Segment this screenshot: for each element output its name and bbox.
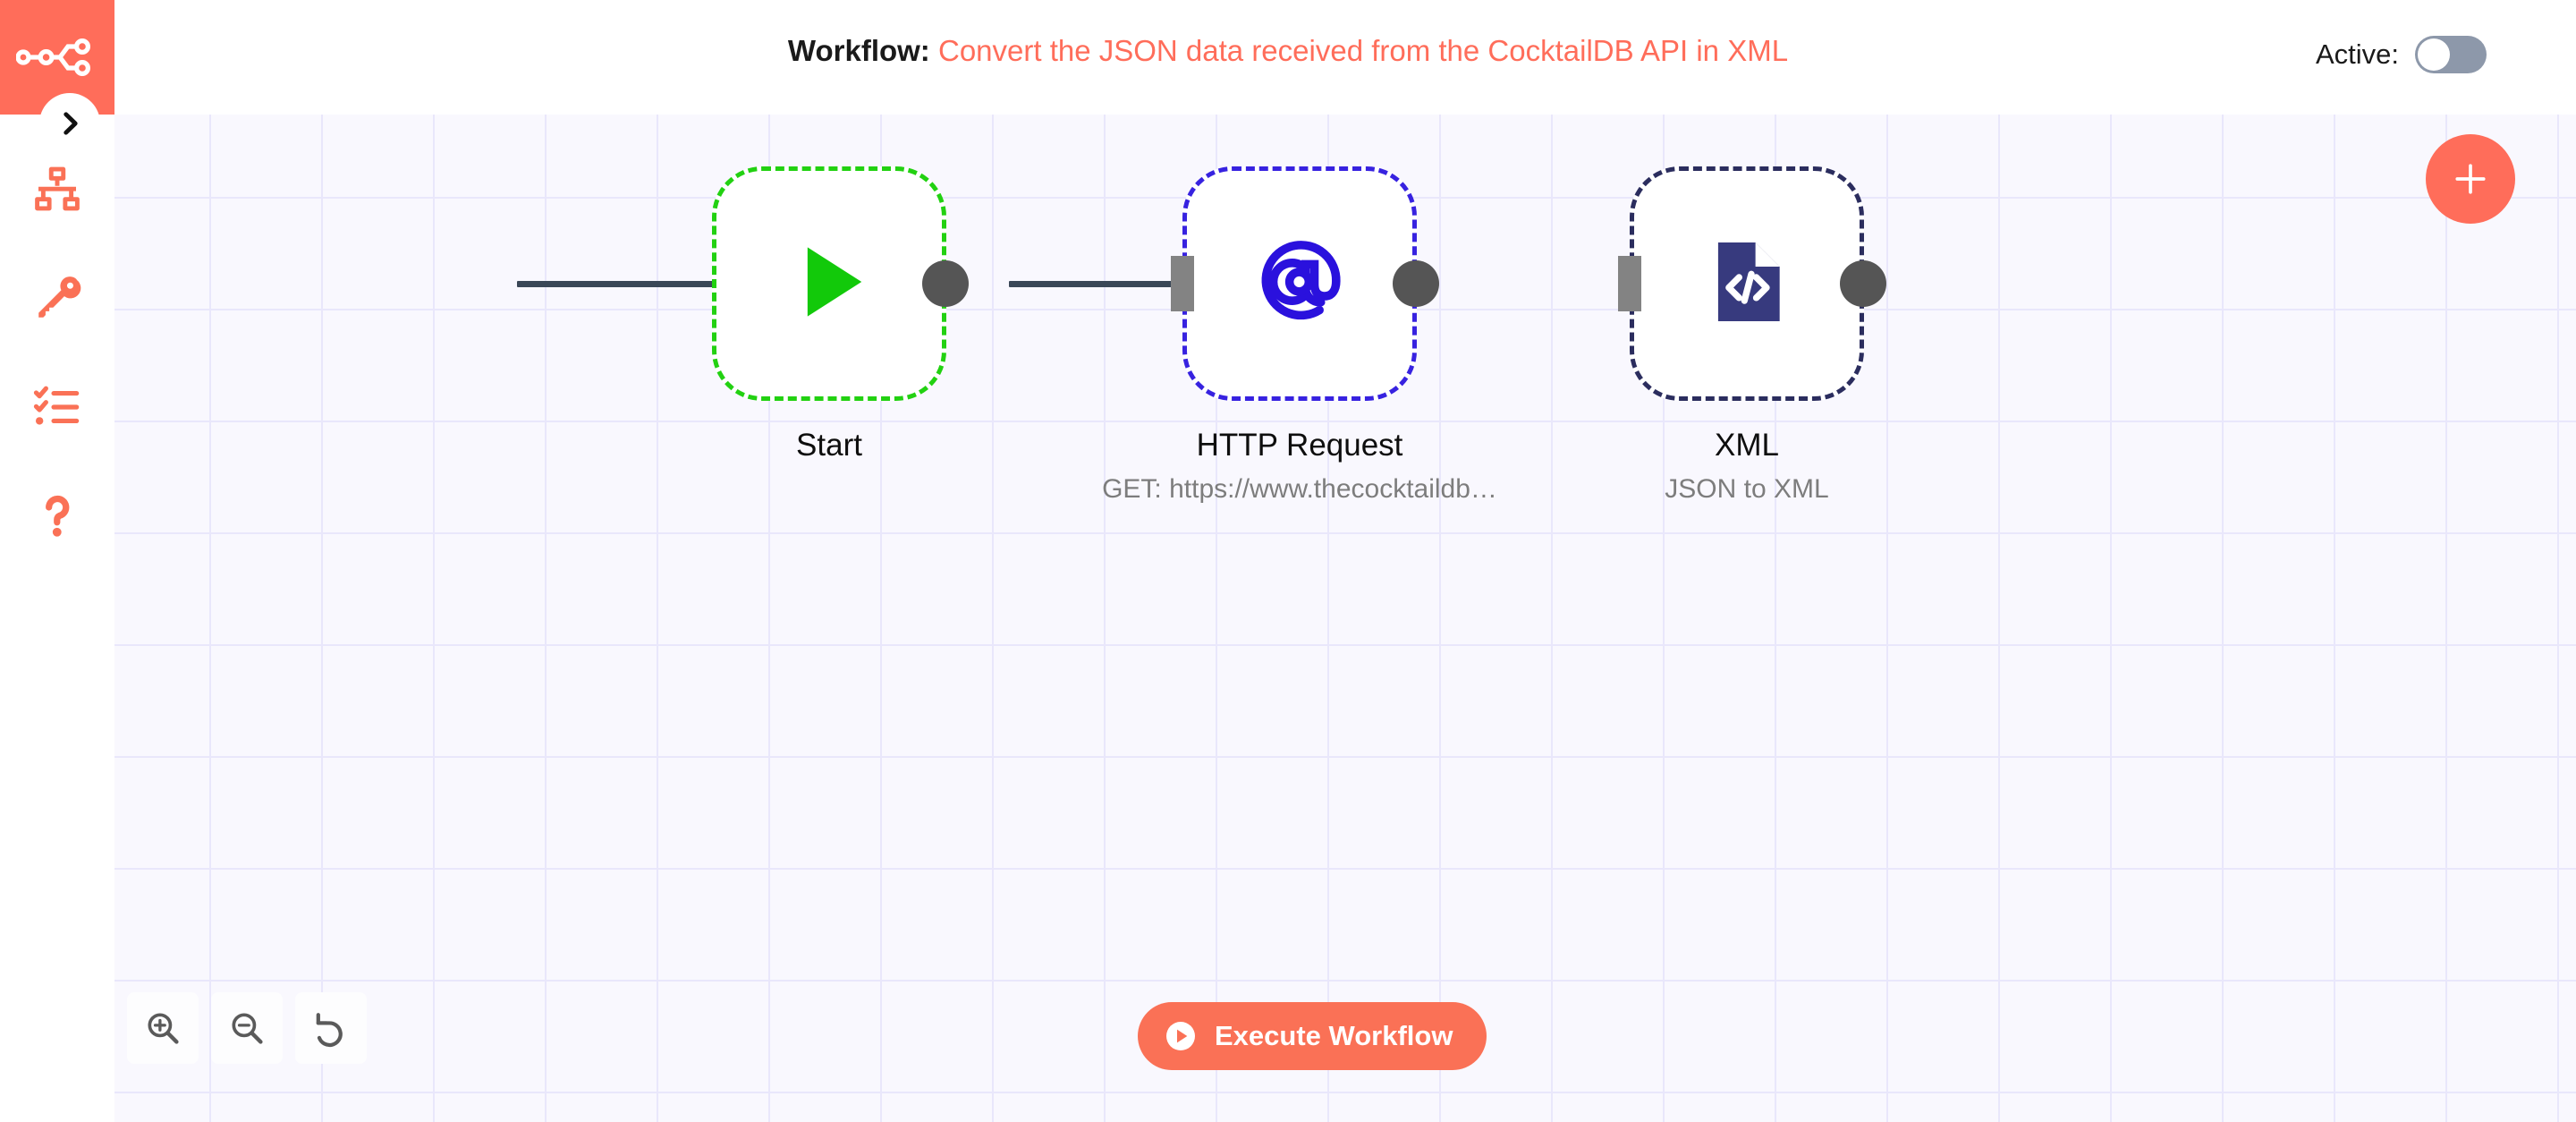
node-start-label: Start [796,428,862,463]
node-http-request-input-endpoint[interactable] [1171,256,1194,311]
checklist-icon [33,386,80,425]
node-graph: Start HTTP Request GET: https://www.thec… [114,115,2576,1122]
sidebar-item-workflows[interactable] [0,134,114,243]
sidebar-nav [0,134,114,571]
zoom-out-icon [232,1013,263,1044]
plus-icon [2455,164,2486,194]
play-triangle-icon [777,230,881,338]
canvas-zoom-controls [127,992,367,1064]
code-file-icon [1698,233,1796,336]
top-header: Workflow: Convert the JSON data received… [0,0,2576,115]
workflow-name[interactable]: Convert the JSON data received from the … [937,34,1789,67]
workflow-label: Workflow: [787,34,930,67]
node-xml-subtitle: JSON to XML [1665,474,1829,504]
node-http-request-label: HTTP Request [1196,428,1403,463]
active-label: Active: [2315,38,2399,70]
workflow-canvas[interactable]: Start HTTP Request GET: https://www.thec… [114,115,2576,1122]
sidebar-item-executions[interactable] [0,353,114,462]
node-http-request[interactable] [1182,166,1417,401]
zoom-in-button[interactable] [127,992,199,1064]
add-node-button[interactable] [2426,134,2515,224]
toggle-knob [2418,38,2450,71]
question-mark-icon [46,495,70,537]
connection-start-to-http[interactable] [517,281,778,287]
key-icon [38,276,81,318]
sidebar-item-help[interactable] [0,462,114,571]
sidebar-expand-button[interactable] [39,93,100,154]
at-sign-icon [1244,226,1355,342]
left-sidebar [0,0,114,1122]
reset-zoom-button[interactable] [295,992,367,1064]
connection-http-to-xml[interactable] [1009,281,1249,287]
node-start[interactable] [712,166,946,401]
zoom-in-icon [148,1013,179,1044]
page-title: Workflow: Convert the JSON data received… [0,34,2576,68]
play-circle-icon [1166,1022,1195,1050]
chevron-right-icon [64,112,78,135]
n8n-logo-icon [16,38,90,77]
node-start-output-endpoint[interactable] [922,260,969,307]
execute-workflow-label: Execute Workflow [1215,1020,1453,1051]
node-http-request-subtitle: GET: https://www.thecocktaildb… [1102,474,1497,504]
sidebar-item-credentials[interactable] [0,243,114,353]
node-xml-input-endpoint[interactable] [1618,256,1641,311]
execute-workflow-button[interactable]: Execute Workflow [1138,1002,1487,1070]
undo-icon [316,1013,343,1048]
node-xml-label: XML [1715,428,1779,463]
node-http-request-output-endpoint[interactable] [1393,260,1439,307]
active-toggle-group: Active: [2316,36,2487,73]
active-toggle[interactable] [2415,36,2487,73]
node-xml[interactable] [1630,166,1864,401]
sitemap-icon [35,166,80,211]
zoom-out-button[interactable] [211,992,283,1064]
node-xml-output-endpoint[interactable] [1840,260,1886,307]
